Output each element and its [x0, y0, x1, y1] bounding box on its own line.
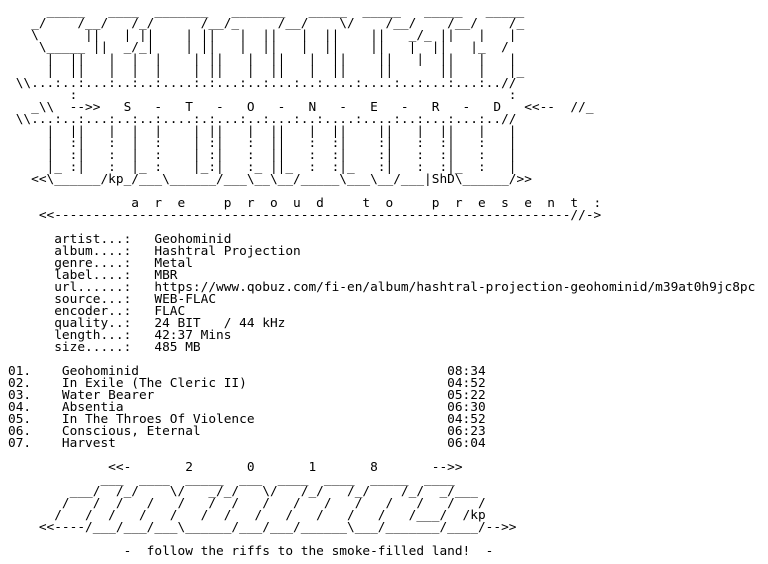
nfo-line: | :| : | : | :| : || : :| :| : :| : | [8, 136, 517, 151]
nfo-line: ___ ____ _____ ___ ____ ____ _____ ____ [8, 472, 455, 487]
nfo-line: \\...:..:...:..:..:....:.:...:..:...:..:… [8, 76, 517, 91]
nfo-line: _____ ____ _______ _______ _____ _____ _… [8, 4, 525, 19]
nfo-line: size.....: 485 MB [8, 340, 201, 355]
nfo-line: | :| : | : | :| : || : :| :| : :| : | [8, 148, 517, 163]
nfo-line: : : [8, 88, 517, 103]
nfo-line: <<----/___/___/___\______/___/___/______… [8, 520, 517, 535]
nfo-line: encoder..: FLAC [8, 304, 186, 319]
nfo-line: 04. Absentia 06:30 [8, 400, 486, 415]
nfo-line: _/ /__/ /_/ /__/_ /__/ \/ /__/ /__/ /_ [8, 16, 525, 31]
nfo-line: |_ :| : |_ : |_:| :_ ||_ : :|_ :| : :|_ … [8, 160, 517, 175]
nfo-line: artist...: Geohominid [8, 232, 232, 247]
nfo-line: <<- 2 0 1 8 -->> [8, 460, 463, 475]
nfo-line: ___/ /_/ \/ _/_/ \/ /_/ /_/ /_/ _/___ [8, 484, 478, 499]
nfo-line: 07. Harvest 06:04 [8, 436, 486, 451]
nfo-line: 01. Geohominid 08:34 [8, 364, 486, 379]
nfo-line: | || | | | | || | || | || || || | |_ [8, 64, 525, 79]
nfo-line: \_____ || _/_| | || | || | || || | || |_… [8, 40, 509, 55]
nfo-line: label....: MBR [8, 268, 178, 283]
nfo-line: source...: WEB-FLAC [8, 292, 217, 307]
nfo-line: 06. Conscious, Eternal 06:23 [8, 424, 486, 439]
nfo-line: <<\______/kp_/___\______/___\__\__/_____… [8, 172, 532, 187]
nfo-line: \ || | || | || | || | || || _/_ || | | [8, 28, 517, 43]
nfo-line: genre....: Metal [8, 256, 193, 271]
nfo-line: quality..: 24 BIT / 44 kHz [8, 316, 286, 331]
nfo-line: / / / / / / / / / / / / / / / [8, 496, 486, 511]
nfo-line: / / / / / / / / / / / / /___/ /kp [8, 508, 486, 523]
nfo-line: 05. In The Throes Of Violence 04:52 [8, 412, 486, 427]
nfo-line: | || | | | | || | || | || || | || | | [8, 124, 517, 139]
nfo-line: - follow the riffs to the smoke-filled l… [8, 544, 494, 559]
nfo-line: 03. Water Bearer 05:22 [8, 388, 486, 403]
nfo-line: a r e p r o u d t o p r e s e n t : [8, 196, 602, 211]
nfo-line: url......: https://www.qobuz.com/fi-en/a… [8, 280, 756, 295]
nfo-line: album....: Hashtral Projection [8, 244, 301, 259]
nfo-line: \\...:..:...:..:..:....:.:...:..:...:..:… [8, 112, 517, 127]
nfo-line: 02. In Exile (The Cleric II) 04:52 [8, 376, 486, 391]
nfo-line: length...: 42:37 Mins [8, 328, 232, 343]
nfo-line: <<--------------------------------------… [8, 208, 602, 223]
nfo-line: | || | | | | || | || | || || | || | | [8, 52, 517, 67]
nfo-line: _\\ -->> S - T - O - N - E - R - D <<-- … [8, 100, 594, 115]
